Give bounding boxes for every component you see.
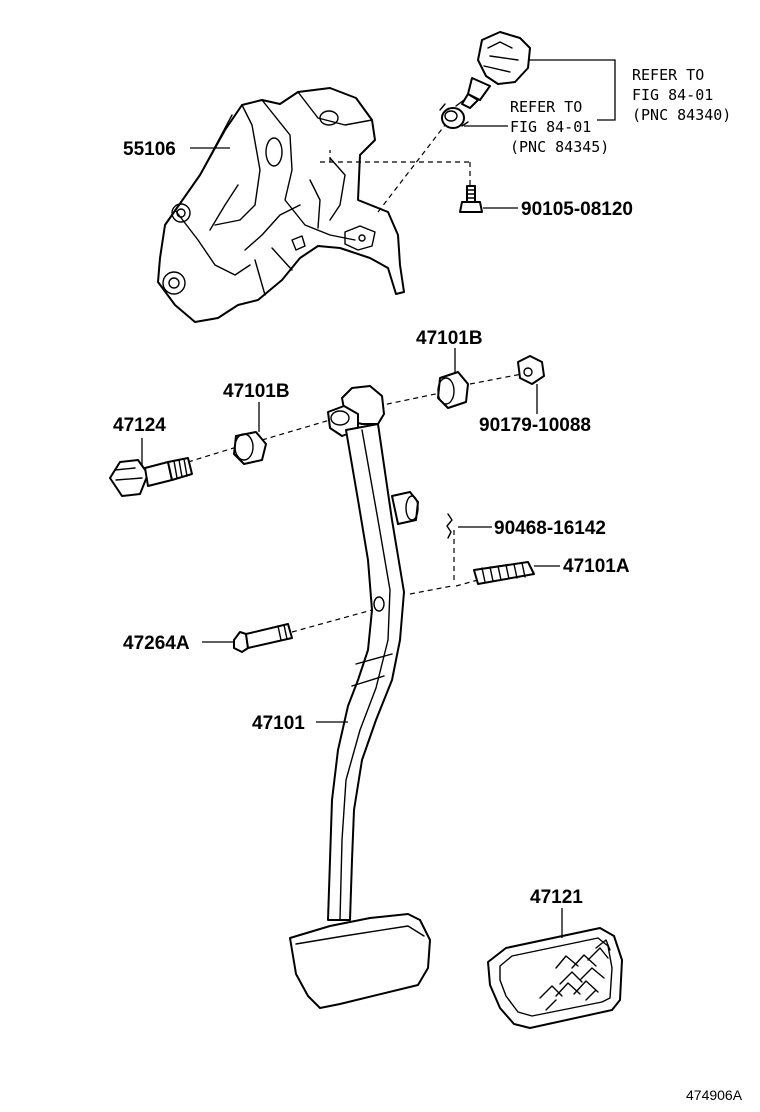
refer-label-2-line3: (PNC 84345) — [510, 138, 609, 156]
pivot-bolt-47124[interactable] — [109, 457, 193, 497]
refer-label-1-line3: (PNC 84340) — [632, 106, 731, 124]
refer-label-1-line2: FIG 84-01 — [632, 86, 713, 104]
bolt-90105-08120[interactable] — [459, 185, 483, 213]
nut-90179-10088[interactable] — [517, 355, 545, 385]
label-90468-16142: 90468-16142 — [494, 518, 606, 539]
pin-47264a[interactable] — [233, 623, 293, 653]
label-55106: 55106 — [123, 139, 176, 160]
pedal-pad-47121[interactable] — [487, 927, 623, 1029]
label-47124: 47124 — [113, 415, 166, 436]
refer-label-1-line1: REFER TO — [632, 66, 704, 84]
label-47101b-right: 47101B — [416, 328, 483, 349]
label-47121: 47121 — [530, 887, 583, 908]
return-spring-47101a[interactable] — [473, 561, 535, 585]
label-47101a: 47101A — [563, 556, 630, 577]
switch-lock-nut[interactable] — [439, 103, 469, 129]
label-47264a: 47264A — [123, 633, 190, 654]
bushing-47101b-right[interactable] — [437, 371, 469, 409]
refer-label-2-line1: REFER TO — [510, 98, 582, 116]
label-90179-10088: 90179-10088 — [479, 415, 591, 436]
pedal-bracket-55106[interactable] — [157, 87, 405, 323]
stop-lamp-switch[interactable] — [455, 31, 531, 109]
label-47101b-left: 47101B — [223, 381, 290, 402]
label-90105-08120: 90105-08120 — [521, 199, 633, 220]
bushing-47101b-left[interactable] — [233, 431, 267, 465]
clip-90468-16142[interactable] — [446, 513, 453, 539]
label-47101: 47101 — [252, 713, 305, 734]
diagram-code: 474906A — [686, 1087, 743, 1103]
refer-label-2-line2: FIG 84-01 — [510, 118, 591, 136]
brake-pedal-arm-47101[interactable] — [289, 385, 431, 1009]
